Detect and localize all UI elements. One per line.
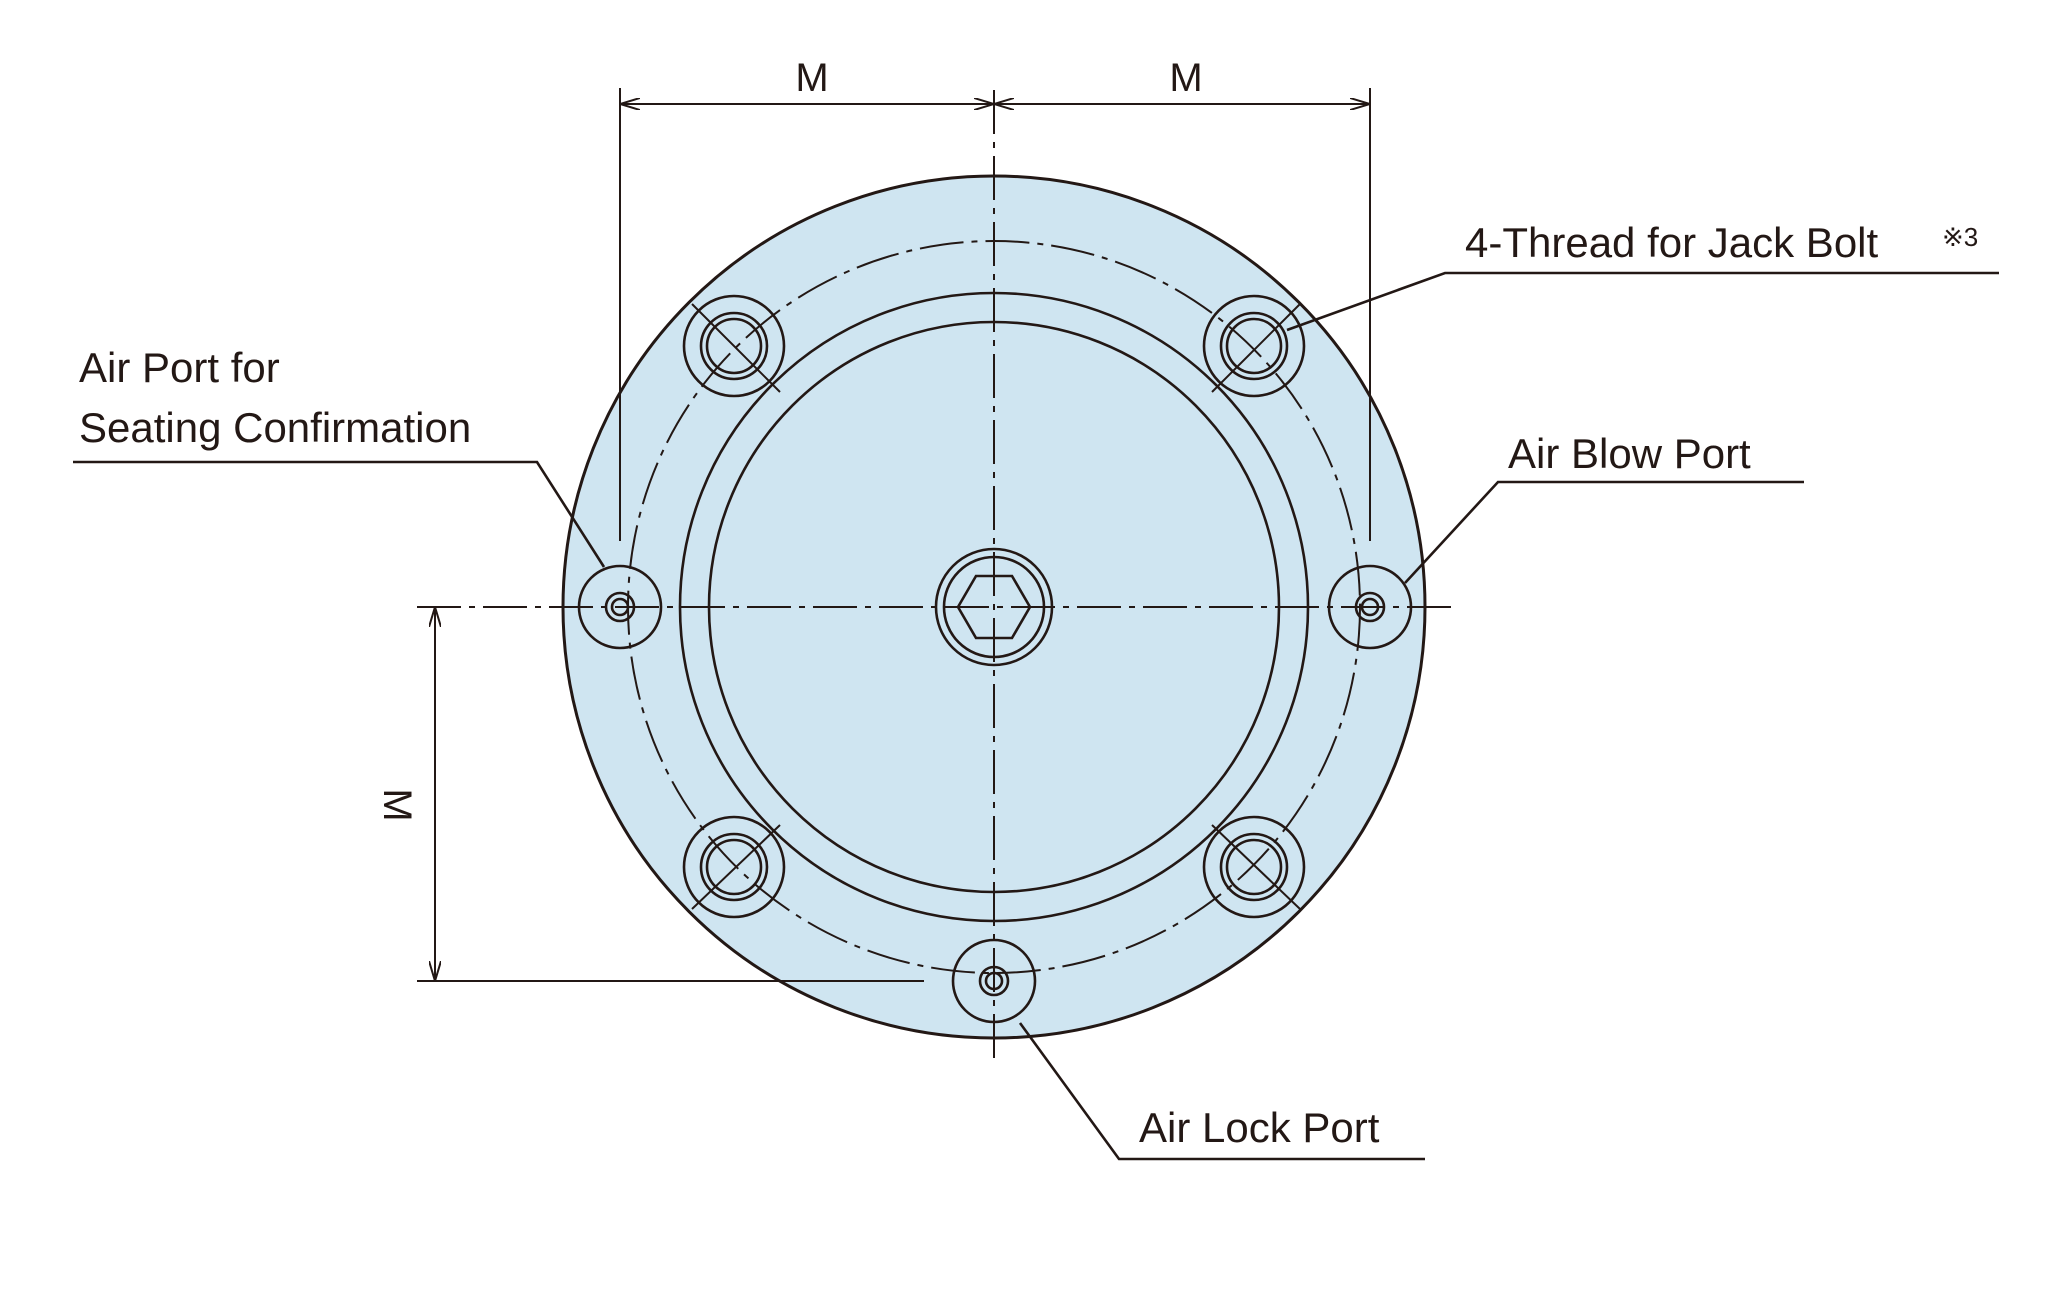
jack-bolt-hole (682, 294, 786, 398)
dimension-label-top-left: M (795, 56, 828, 100)
label-seating-line1: Air Port for (79, 344, 280, 391)
label-jack-bolt: 4-Thread for Jack Bolt (1465, 219, 1879, 266)
jack-bolt-hole (682, 815, 786, 919)
dimension-label-top-right: M (1169, 56, 1202, 100)
leader-air-blow-port (1404, 480, 1804, 584)
dimension-label-vertical: M (375, 788, 419, 821)
label-seating-line2: Seating Confirmation (79, 404, 471, 451)
leader-jack-bolt (1286, 271, 1999, 332)
label-jack-bolt-note: ※3 (1942, 222, 1978, 252)
leader-seating-port (73, 460, 606, 568)
jack-bolt-hole (1202, 294, 1306, 398)
label-air-lock-port: Air Lock Port (1139, 1104, 1380, 1151)
leader-air-lock-port (1018, 1022, 1425, 1161)
label-air-blow-port: Air Blow Port (1508, 430, 1751, 477)
jack-bolt-hole (1202, 815, 1306, 919)
